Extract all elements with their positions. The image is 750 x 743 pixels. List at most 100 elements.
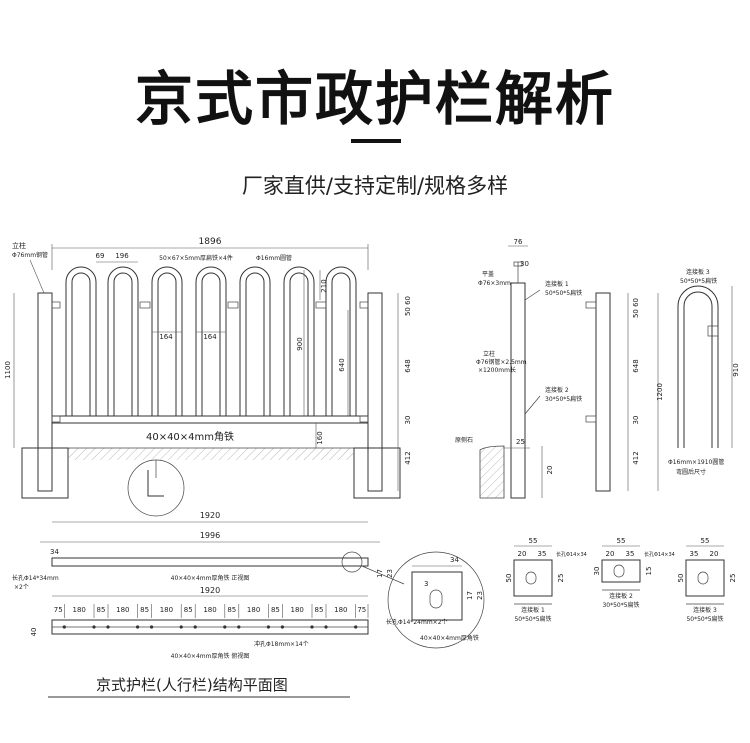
punch-hole: [92, 625, 96, 629]
right-post: [367, 292, 383, 492]
plan-dim-40: 40: [30, 628, 38, 637]
footer-caption: 京式护栏(人行栏)结构平面图: [96, 676, 288, 694]
spacing-label: 180: [291, 606, 304, 614]
loop-dim-910: 910: [732, 363, 740, 376]
punch-hole: [193, 625, 197, 629]
sec-dim-648: 648: [632, 359, 640, 372]
dim-30: 30: [404, 416, 412, 425]
punch-hole: [280, 625, 284, 629]
plan-slot-1: 长孔Φ14*34mm: [12, 574, 59, 582]
plate-dim-right: 15: [645, 567, 653, 576]
side-section: 76 30 平盖 Φ76×3mm 连接板 1 50*50*5扁铁 立柱 Φ76钢…: [455, 238, 664, 499]
page-subtitle: 厂家直供/支持定制/规格多样: [241, 174, 509, 198]
plate-dim-b: 20: [710, 550, 719, 558]
page-title: 京式市政护栏解析: [134, 65, 615, 133]
plate2-label-2: 30*50*5扁铁: [545, 395, 582, 403]
plate-name: 连接板 3: [693, 606, 717, 614]
post-label-2: Φ76mm钢管: [12, 251, 48, 259]
angle-front-bar: [51, 557, 369, 567]
plate-dim-top: 55: [529, 537, 538, 545]
plan-dim-23: 23: [386, 569, 394, 578]
sec-post-label-3: ×1200mm长: [478, 366, 516, 374]
detail-dim-17: 17: [466, 591, 474, 600]
detail-dim-34: 34: [450, 556, 459, 564]
plate-dim-right: 25: [557, 574, 565, 583]
sec-dim-50-60: 50 60: [632, 298, 640, 318]
plate-dim-a: 20: [606, 550, 615, 558]
plate-spec: 50*50*5扁铁: [514, 615, 551, 623]
detail-dim-23: 23: [476, 591, 484, 600]
plate-outline: [685, 559, 725, 597]
plate-dim-side: 30: [593, 567, 601, 576]
post-label-1: 立柱: [12, 241, 26, 250]
spacing-label: 180: [334, 606, 347, 614]
plate-slot: [697, 571, 709, 585]
sec-post-label-2: Φ76钢管×2.5mm: [476, 358, 527, 366]
sec-dim-1200: 1200: [656, 383, 664, 401]
punch-hole: [106, 625, 110, 629]
plate-outline: [601, 559, 641, 583]
punch-hole: [223, 625, 227, 629]
spacing-label: 85: [315, 606, 324, 614]
plate-dim-right: 25: [729, 574, 737, 583]
dim-210: 210: [320, 279, 328, 292]
plate2-label-1: 连接板 2: [545, 386, 569, 394]
punch-hole: [354, 625, 358, 629]
plate-dim-b: 35: [626, 550, 635, 558]
punch-hole: [310, 625, 314, 629]
dim-164a: 164: [159, 333, 173, 341]
plan-angle-label: 40×40×4mm厚角铁 正视图: [171, 574, 250, 582]
loop-tube: 连接板 3 50*50*5扁铁 910 Φ16mm×1910圆管 弯圆后尺寸: [668, 268, 740, 476]
plate-dim-top: 55: [617, 537, 626, 545]
spacing-label: 85: [97, 606, 106, 614]
spacing-label: 180: [160, 606, 173, 614]
hole-row: [62, 625, 358, 629]
plate-slot: [525, 571, 537, 585]
ground-hatch: [68, 448, 354, 460]
spacing-label: 75: [357, 606, 366, 614]
plate-spec: 50*50*5扁铁: [686, 615, 723, 623]
sec-dim-76: 76: [514, 238, 523, 246]
detail-view: 34 3 17 23 长孔Φ14*24mm×2个 40×40×4mm厚角铁: [386, 551, 485, 649]
plate-dim-a: 35: [690, 550, 699, 558]
plan-dim-1996: 1996: [200, 531, 220, 540]
sec-dim-30: 30: [520, 260, 529, 268]
plate-slot: [613, 564, 625, 578]
plan-dim-1920b: 1920: [200, 586, 220, 595]
kerb-label: 原侧石: [455, 436, 473, 444]
dim-50-60: 50 60: [404, 296, 412, 316]
punch-hole: [266, 625, 270, 629]
plate1-label-2: 50*50*5扁铁: [545, 289, 582, 297]
plan-slot-2: ×2个: [14, 584, 29, 591]
dim-640: 640: [338, 358, 346, 371]
loop-tube-label-1: Φ16mm×1910圆管: [668, 458, 724, 466]
dim-648: 648: [404, 359, 412, 372]
kerb-stone: [479, 445, 505, 499]
spacing-label: 180: [203, 606, 216, 614]
cap-label-1: 平盖: [482, 270, 494, 278]
plate-dim-side: 50: [505, 574, 513, 583]
plate-slot-label: 长孔Φ14×34: [644, 551, 675, 558]
left-footing: [21, 447, 69, 499]
plate-outline: [513, 559, 553, 597]
section-post: [510, 282, 526, 499]
cap-label-2: Φ76×3mm: [478, 280, 511, 287]
sec-dim-20: 20: [546, 466, 554, 475]
dim-1896: 1896: [199, 237, 222, 247]
dim-69: 69: [96, 252, 105, 260]
title-underline: [351, 139, 401, 143]
plate-dim-b: 35: [538, 550, 547, 558]
dim-196: 196: [115, 252, 129, 260]
sec-dim-30b: 30: [632, 416, 640, 425]
punch-hole: [62, 625, 66, 629]
dim-1100: 1100: [4, 361, 12, 379]
plate-dim-a: 20: [518, 550, 527, 558]
spacing-label: 85: [140, 606, 149, 614]
plate-spec: 30*50*5扁铁: [602, 601, 639, 609]
punch-hole: [237, 625, 241, 629]
